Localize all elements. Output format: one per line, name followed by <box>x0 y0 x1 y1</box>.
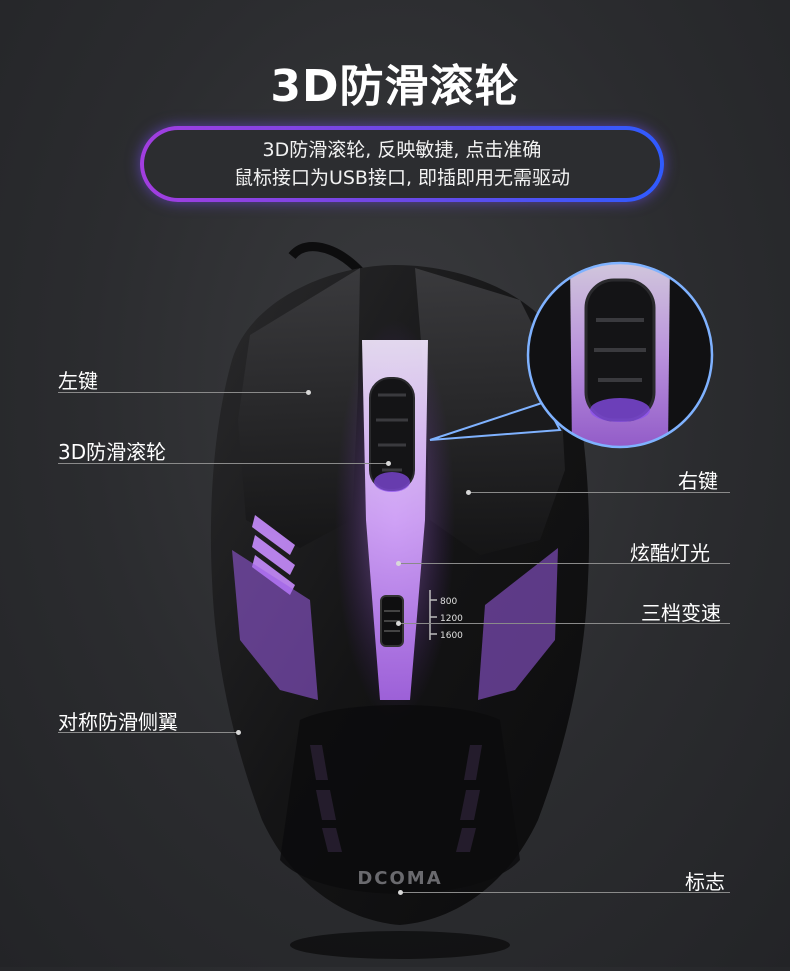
label-logo: 标志 <box>685 870 725 894</box>
label-lights: 炫酷灯光 <box>630 541 710 565</box>
brand-logo: DCOMA <box>357 868 442 889</box>
zoom-circle-border <box>526 261 714 449</box>
label-side-grip: 对称防滑侧翼 <box>58 710 178 734</box>
label-right-button: 右键 <box>678 469 718 493</box>
wheel-glow <box>374 472 410 492</box>
label-left-button: 左键 <box>58 369 98 393</box>
left-button-shell <box>238 268 360 548</box>
mouse-shadow <box>290 931 510 959</box>
label-scroll-wheel: 3D防滑滚轮 <box>58 440 167 464</box>
zoom-detail <box>528 263 712 447</box>
label-speed: 三档变速 <box>641 601 721 625</box>
scroll-wheel-grip <box>376 393 408 472</box>
dot-lights <box>396 561 401 566</box>
palm-rest <box>280 705 520 894</box>
dot-scroll-wheel <box>386 461 391 466</box>
line-side-grip <box>58 732 238 733</box>
line-logo <box>400 892 730 893</box>
line-right-button <box>468 492 730 493</box>
dot-side-grip <box>236 730 241 735</box>
dot-right-button <box>466 490 471 495</box>
description-line-1: 3D防滑滚轮, 反映敏捷, 点击准确 <box>262 139 542 161</box>
description-banner-inner: 3D防滑滚轮, 反映敏捷, 点击准确 鼠标接口为USB接口, 即插即用无需驱动 <box>144 130 660 198</box>
dpi-1200: 1200 <box>440 614 463 624</box>
right-wing-light <box>478 548 558 700</box>
description-banner: 3D防滑滚轮, 反映敏捷, 点击准确 鼠标接口为USB接口, 即插即用无需驱动 <box>140 126 664 202</box>
dpi-1600: 1600 <box>440 631 463 641</box>
dot-logo <box>398 890 403 895</box>
description-line-2: 鼠标接口为USB接口, 即插即用无需驱动 <box>233 167 571 189</box>
line-left-button <box>58 392 308 393</box>
line-scroll-wheel <box>58 463 388 464</box>
line-lights <box>398 563 730 564</box>
dpi-800: 800 <box>440 597 457 607</box>
dot-speed <box>396 621 401 626</box>
dot-left-button <box>306 390 311 395</box>
page-title: 3D防滑滚轮 <box>270 61 520 112</box>
line-speed <box>398 623 730 624</box>
left-wing-light <box>232 550 318 700</box>
